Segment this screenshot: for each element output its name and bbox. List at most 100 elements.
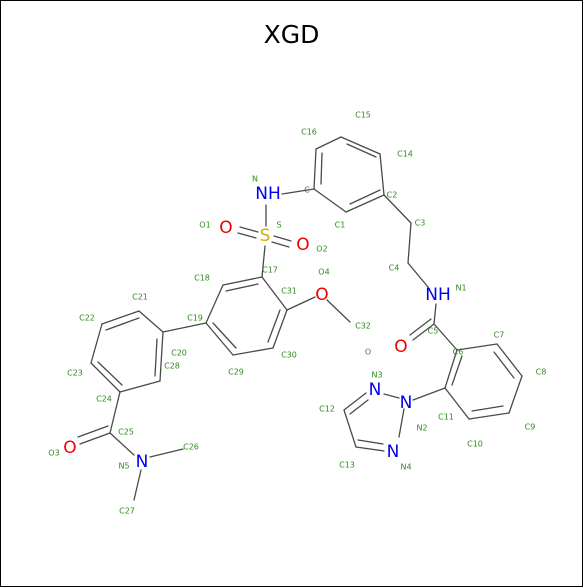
bond: [162, 322, 207, 333]
atom-symbol-nh-top: NH: [255, 184, 281, 204]
atom-symbol-o1: O: [219, 218, 232, 238]
atom-label-c9: C9: [525, 423, 536, 432]
bond: [138, 310, 164, 333]
bond: [383, 393, 400, 399]
diagram-title: XGD: [263, 20, 320, 49]
atom-label-c21: C21: [132, 293, 148, 302]
bond: [237, 232, 257, 239]
bond: [90, 323, 103, 364]
bond: [346, 143, 377, 158]
bond: [101, 310, 140, 325]
bond: [433, 303, 437, 325]
atom-label-c11: C11: [438, 413, 454, 422]
bond: [272, 309, 288, 349]
atom-label-c16: C16: [301, 128, 317, 137]
atom-label-n3: N3: [371, 371, 382, 380]
bond: [343, 392, 367, 411]
atom-label-c12: C12: [319, 405, 335, 414]
bond: [105, 317, 140, 331]
bond: [232, 347, 274, 356]
atom-label-c20: C20: [171, 349, 187, 358]
atom-label-c17: C17: [262, 266, 278, 275]
atom-label-c28: C28: [164, 362, 180, 371]
bond: [313, 188, 347, 213]
atom-label-c15: C15: [355, 111, 371, 120]
atom-label-c23: C23: [67, 369, 83, 378]
atom-label-c13: C13: [339, 461, 355, 470]
atom-symbol-n5: N: [136, 452, 149, 472]
bond: [355, 446, 385, 452]
atom-label-s: S: [276, 221, 281, 230]
bond: [471, 405, 504, 412]
atom-symbol-o3: O: [63, 438, 76, 458]
bond: [444, 387, 470, 420]
bond: [79, 432, 111, 445]
bond: [77, 425, 109, 438]
atom-label-c31: C31: [281, 287, 297, 296]
bond: [97, 361, 123, 386]
bond: [271, 241, 290, 248]
atom-label-o1: O1: [199, 221, 210, 230]
atom-symbol-o4: O: [315, 285, 328, 305]
atom-symbol-n2: N: [400, 393, 413, 413]
bond: [343, 409, 357, 448]
bond: [149, 448, 184, 458]
bond: [444, 349, 458, 389]
bond: [433, 323, 458, 351]
atom-label-c25: C25: [118, 428, 134, 437]
atom-label-c5: C5: [428, 327, 439, 336]
bond: [412, 387, 446, 401]
bond: [109, 391, 121, 434]
bond: [119, 380, 161, 393]
bond: [451, 355, 463, 386]
atom-label-n2: N2: [416, 424, 427, 433]
atom-label-c7: C7: [494, 331, 505, 340]
bond: [239, 226, 259, 233]
atom-label-c14: C14: [397, 150, 413, 159]
bond: [407, 222, 412, 264]
atom-label-c4: C4: [389, 264, 400, 273]
bond: [133, 469, 142, 501]
bond: [320, 152, 323, 185]
bond: [412, 323, 435, 341]
bond: [493, 351, 515, 379]
atom-label-o4: O4: [318, 268, 329, 277]
bond: [456, 343, 498, 351]
bond: [281, 188, 315, 195]
atom-label-c8: C8: [536, 368, 547, 377]
bond: [205, 322, 234, 356]
atom-label-c2: C2: [387, 191, 398, 200]
bond: [261, 245, 266, 278]
bond: [326, 299, 351, 323]
atom-label-c22: C22: [79, 314, 95, 323]
atom-label-o3: O3: [48, 449, 59, 458]
bond: [383, 194, 412, 224]
bond: [349, 189, 381, 205]
bond: [340, 136, 381, 155]
bond: [409, 318, 432, 336]
atom-label-c18: C18: [194, 274, 210, 283]
bond: [357, 439, 384, 445]
atom-label-c26: C26: [183, 443, 199, 452]
bond: [261, 276, 288, 311]
atom-label-c24: C24: [96, 395, 112, 404]
atom-label-c29: C29: [228, 368, 244, 377]
bond: [273, 235, 292, 242]
atom-label-n-top: N: [252, 175, 258, 184]
atom-label-c32: C32: [355, 322, 371, 331]
atom-symbol-nh-amide: NH: [425, 285, 451, 305]
bond: [508, 375, 523, 414]
atom-label-n4: N4: [400, 463, 411, 472]
bond: [315, 136, 342, 150]
bond: [313, 148, 317, 190]
bond: [379, 153, 385, 196]
atom-label-c3: C3: [415, 219, 426, 228]
bond: [154, 338, 158, 377]
atom-label-c1: C1: [335, 221, 346, 230]
bond: [267, 309, 281, 343]
atom-label-o: O: [365, 348, 371, 357]
